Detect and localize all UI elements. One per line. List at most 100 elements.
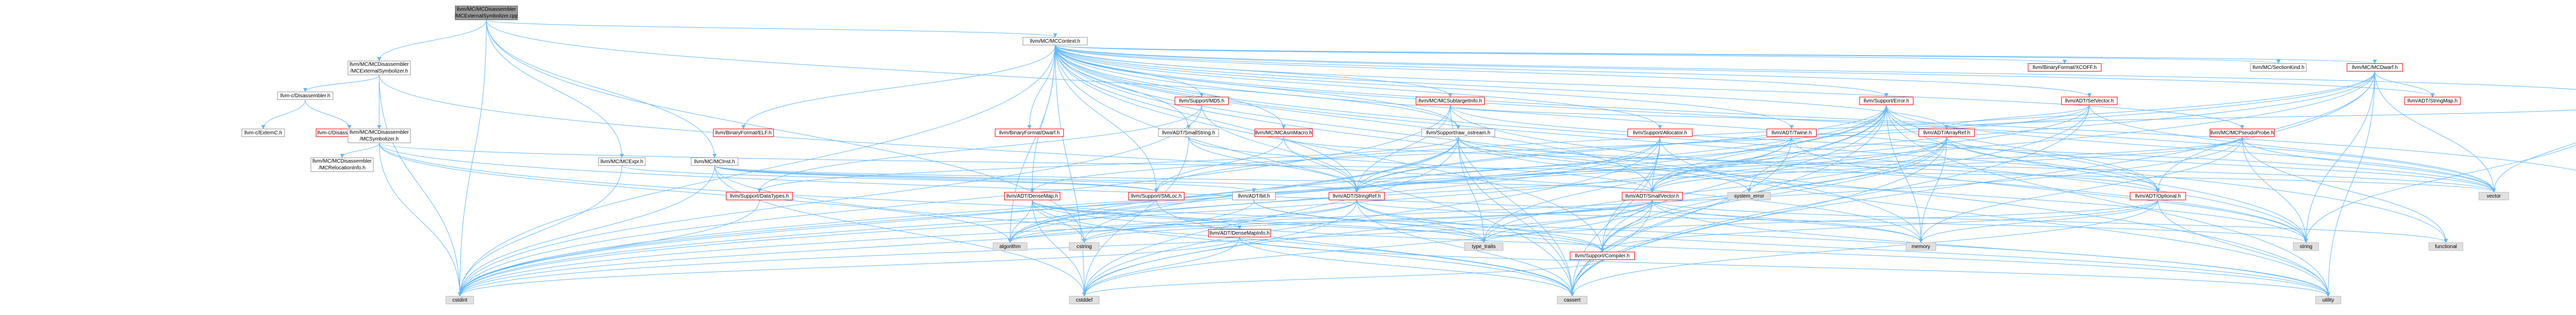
edge-mcpseudo-to-smallvector xyxy=(1650,136,2243,192)
edge-densemap-to-type_traits xyxy=(1032,200,1486,243)
node-datatypes[interactable]: llvm/Support/DataTypes.h xyxy=(726,192,793,200)
node-optional[interactable]: llvm/ADT/Optional.h xyxy=(2130,192,2186,200)
node-supsrcmgr[interactable]: llvm/Support/Error.h xyxy=(1859,97,1913,105)
edge-datatypes-to-cstdint xyxy=(457,200,760,296)
node-mcsym[interactable]: llvm/MC/MCDisassembler/MCSymbolizer.h xyxy=(348,129,411,143)
edge-mcinst-to-cstddef xyxy=(714,165,1087,296)
node-string[interactable]: string xyxy=(2293,242,2319,251)
edge-optional-to-compiler xyxy=(1600,200,2158,252)
edge-mctarget-to-string xyxy=(2304,145,2576,243)
edge-mccontext-to-string xyxy=(1055,45,2308,243)
node-label: llvm/ADT/DenseMapInfo.h xyxy=(1209,230,1270,236)
edge-mcinst-to-smloc xyxy=(714,165,1159,192)
edge-optional-to-memory xyxy=(1919,200,2158,243)
edge-root-to-mcinst xyxy=(486,20,717,158)
edge-arrayref-to-vector xyxy=(1946,136,2496,192)
node-bindwarf[interactable]: llvm/BinaryFormat/Dwarf.h xyxy=(995,129,1064,137)
node-supalloc[interactable]: llvm/Support/Allocator.h xyxy=(1628,129,1692,137)
edge-mcsubinfo-to-cassert xyxy=(1450,104,1574,296)
node-arrayref[interactable]: llvm/ADT/ArrayRef.h xyxy=(1919,129,1975,137)
node-label: llvm/ADT/DenseMap.h xyxy=(1006,193,1058,199)
node-mcpseudo[interactable]: llvm/MC/MCPseudoProbe.h xyxy=(2210,129,2275,137)
node-mcsubinfo[interactable]: llvm/MC/MCSubtargetInfo.h xyxy=(1416,97,1485,105)
edge-smallvector-to-type_traits xyxy=(1482,200,1653,243)
node-binllvm[interactable]: llvm/BinaryFormat/ELF.h xyxy=(713,129,774,137)
node-adttwine[interactable]: llvm/ADT/Twine.h xyxy=(1767,129,1817,137)
node-label: llvm-c/Disassembler.h xyxy=(280,93,331,99)
edge-mcsubinfo-to-string xyxy=(1450,104,2308,243)
node-mcdwarf[interactable]: llvm/MC/MCDwarf.h xyxy=(2347,63,2403,72)
node-functional[interactable]: functional xyxy=(2429,242,2463,251)
node-smallstr[interactable]: llvm/ADT/SmallString.h xyxy=(1158,129,1219,137)
edge-mccontext-to-functional xyxy=(1055,45,2448,243)
node-smloc[interactable]: llvm/Support/SMLoc.h xyxy=(1128,192,1184,200)
edge-adttwine-to-cstdint xyxy=(457,136,1792,296)
edge-supsrcmgr-to-type_traits xyxy=(1482,104,1887,243)
edge-supalloc-to-utility xyxy=(1659,136,2330,296)
node-mcextsym[interactable]: llvm/MC/MCDisassembler/MCExternalSymboli… xyxy=(348,61,411,75)
node-label: llvm/ADT/StringMap.h xyxy=(2407,98,2458,104)
edge-mccontext-to-map xyxy=(1055,45,2576,171)
node-algorithm[interactable]: algorithm xyxy=(993,242,1027,251)
node-mcexpr[interactable]: llvm/MC/MCExpr.h xyxy=(598,157,646,166)
node-label: llvm/MC/MCPseudoProbe.h xyxy=(2210,130,2274,136)
node-vector[interactable]: vector xyxy=(2479,192,2509,200)
node-mcreloc[interactable]: llvm/MC/MCDisassembler/MCRelocationInfo.… xyxy=(311,157,374,172)
node-mcasm[interactable]: llvm/MC/MCAsmMacro.h xyxy=(1255,129,1313,137)
node-mcsectionkind[interactable]: llvm/MC/SectionKind.h xyxy=(2250,63,2307,72)
edge-arrayref-to-type_traits xyxy=(1482,136,1947,243)
node-type-traits[interactable]: type_traits xyxy=(1464,242,1503,251)
edge-arrayref-to-cassert xyxy=(1570,136,1947,296)
edge-mcdwarf-to-cassert xyxy=(1570,71,2375,296)
edge-root-to-mccontext xyxy=(486,20,1057,38)
node-mccontext[interactable]: llvm/MC/MCContext.h xyxy=(1023,37,1088,45)
node-label: llvm/MC/MCDisassembler xyxy=(456,7,516,12)
edge-mcpseudo-to-string xyxy=(2242,136,2308,243)
edge-smallvector-to-memory xyxy=(1652,200,1923,243)
node-adtsetvec[interactable]: llvm/ADT/SetVector.h xyxy=(2061,97,2117,105)
node-memory[interactable]: memory xyxy=(1906,242,1936,251)
node-stringref[interactable]: llvm/ADT/StringRef.h xyxy=(1329,192,1385,200)
node-label: /MCSymbolizer.h xyxy=(360,136,399,142)
node-bincoff[interactable]: llvm/BinaryFormat/XCOFF.h xyxy=(2028,63,2102,72)
node-label: llvm/Support/Error.h xyxy=(1863,98,1909,104)
edge-mccontext-to-mctarget xyxy=(1055,45,2576,90)
edge-mccontext-to-smloc xyxy=(1055,45,1159,192)
node-densemap[interactable]: llvm/ADT/DenseMap.h xyxy=(1004,192,1060,200)
edge-optional-to-cassert xyxy=(1570,200,2158,296)
edge-mccontext-to-mcpseudo xyxy=(1055,45,2244,129)
node-compiler[interactable]: llvm/Support/Compiler.h xyxy=(1570,252,1635,260)
edge-mcextsym-to-llvmcdis xyxy=(303,75,380,92)
node-label: llvm/MC/MCDisassembler xyxy=(312,159,372,164)
node-label: llvm/ADT/SetVector.h xyxy=(2065,98,2114,104)
edge-densemap-to-utility xyxy=(1032,200,2330,296)
node-system-error[interactable]: system_error xyxy=(1727,192,1771,200)
edge-arrayref-to-smallvector xyxy=(1650,136,1947,192)
node-cassert[interactable]: cassert xyxy=(1557,296,1587,304)
node-supmd5[interactable]: llvm/Support/MD5.h xyxy=(1175,97,1229,105)
node-rawostream[interactable]: llvm/Support/raw_ostream.h xyxy=(1421,129,1495,137)
edge-mccontext-to-cstddef xyxy=(1055,45,1087,296)
edge-mcinst-to-cstdint xyxy=(457,165,715,296)
node-mcinst[interactable]: llvm/MC/MCInst.h xyxy=(691,157,738,166)
node-label: /MCExternalSymbolizer.h xyxy=(350,68,409,74)
node-externc[interactable]: llvm-c/ExternC.h xyxy=(242,129,285,137)
edge-adtsetvec-to-algorithm xyxy=(1008,104,2090,243)
node-stringmap[interactable]: llvm/ADT/StringMap.h xyxy=(2404,97,2461,105)
node-cstring[interactable]: cstring xyxy=(1069,242,1099,251)
node-smallvector[interactable]: llvm/ADT/SmallVector.h xyxy=(1622,192,1683,200)
node-label: llvm/MC/MCExpr.h xyxy=(600,159,643,165)
node-utility[interactable]: utility xyxy=(2315,296,2341,304)
edge-root-to-rawostream xyxy=(486,20,1461,129)
edge-densemapinfo-to-cassert xyxy=(1239,237,1574,296)
node-cstdint[interactable]: cstdint xyxy=(446,296,474,304)
edge-rawostream-to-optional xyxy=(1458,136,2160,192)
node-cstddef[interactable]: cstddef xyxy=(1069,296,1099,304)
node-densemapinfo[interactable]: llvm/ADT/DenseMapInfo.h xyxy=(1208,229,1271,237)
edge-mccontext-to-supalloc xyxy=(1055,45,1662,129)
node-adtbit[interactable]: llvm/ADT/bit.h xyxy=(1232,192,1276,200)
node-label: vector xyxy=(2486,193,2501,199)
node-llvmcdis[interactable]: llvm-c/Disassembler.h xyxy=(277,92,333,100)
edge-mcsym-to-utility xyxy=(379,143,2330,296)
